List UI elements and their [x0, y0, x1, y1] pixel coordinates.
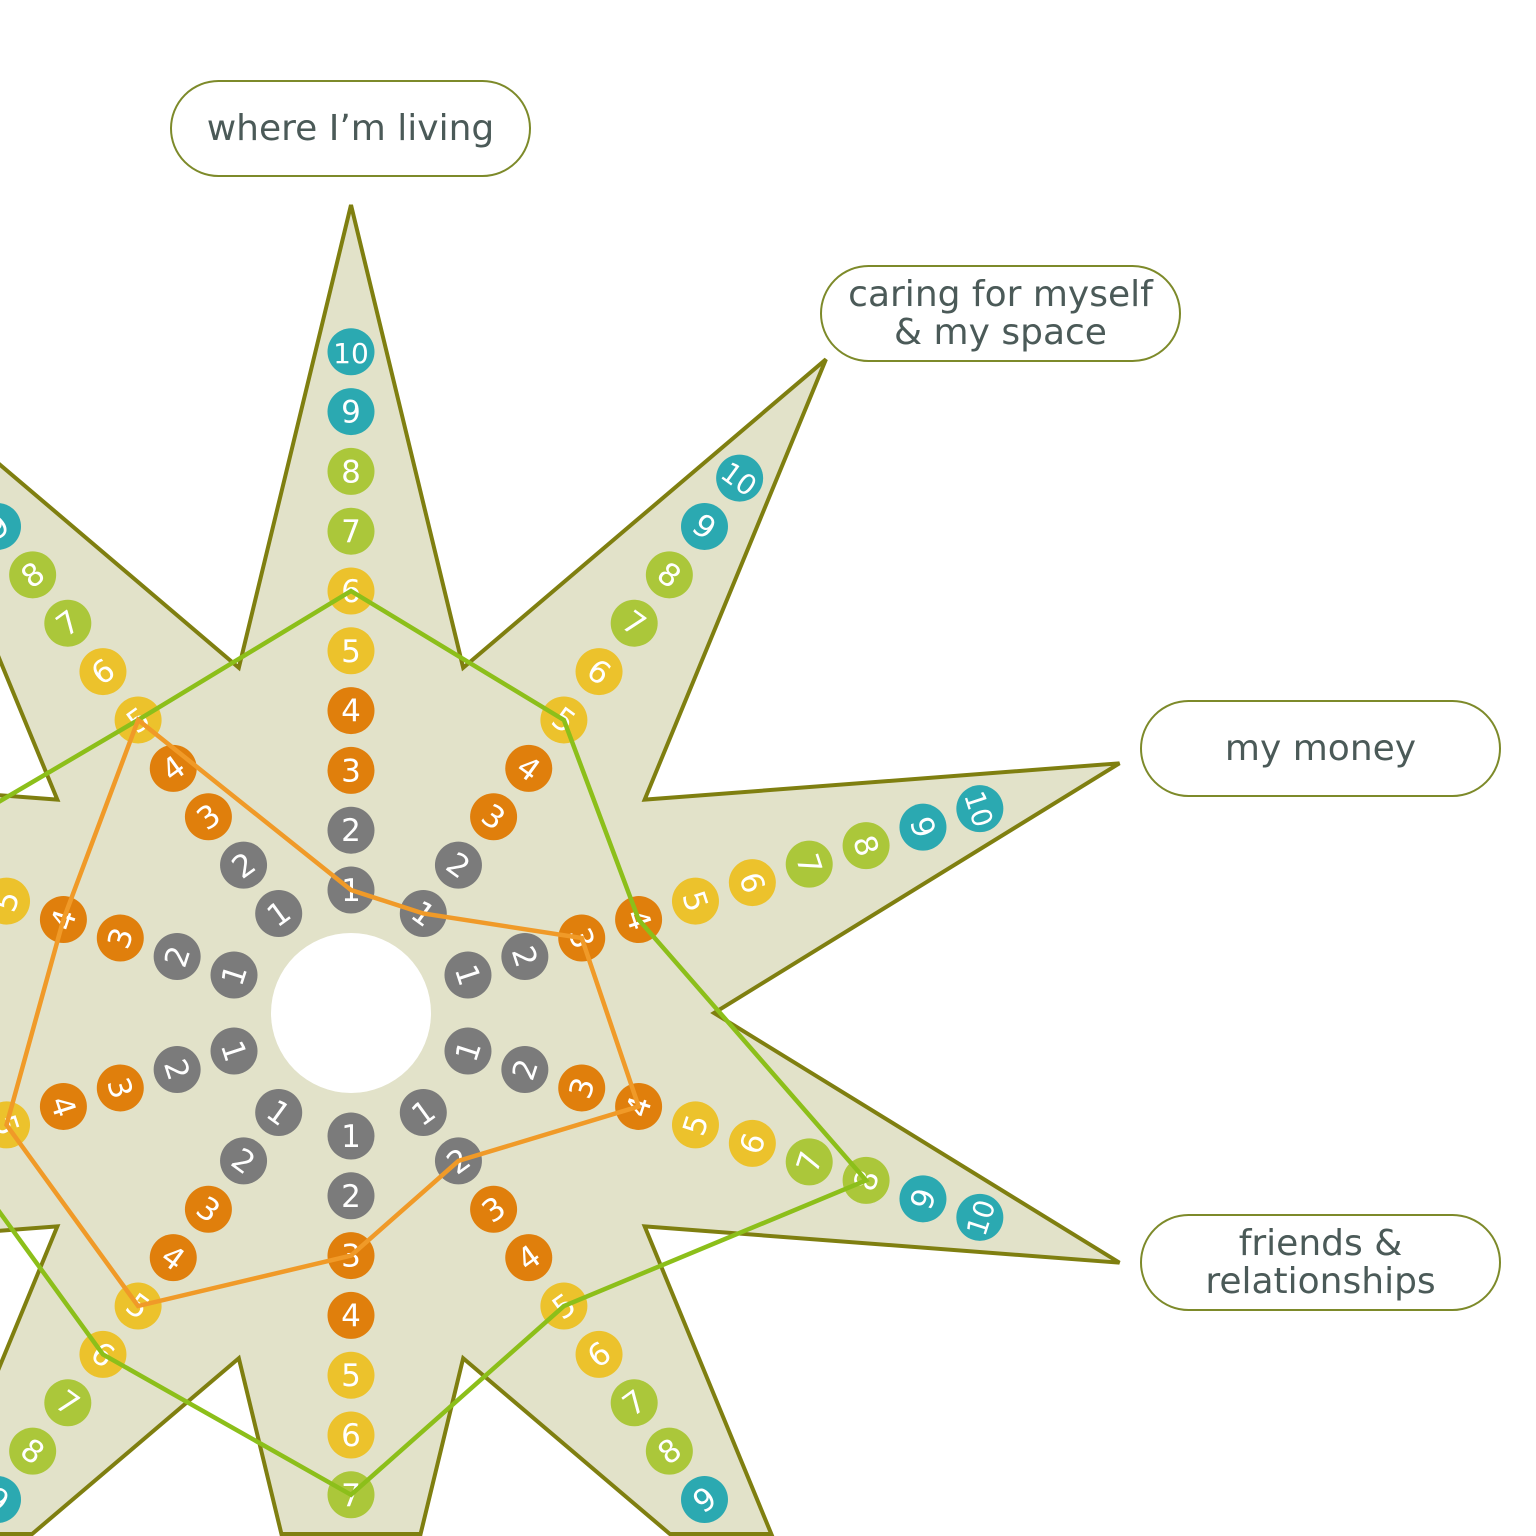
- scale-dot-2: [220, 841, 268, 889]
- scale-dot-4: [505, 744, 553, 792]
- scale-dot-7: [44, 1379, 92, 1427]
- scale-dot-4: [327, 1291, 375, 1339]
- scale-dot-4: [149, 1234, 197, 1282]
- scale-dot-5: [327, 1351, 375, 1399]
- scale-dot-1: [327, 1112, 375, 1160]
- scale-dot-7: [610, 599, 658, 647]
- scale-dot-10: [716, 454, 764, 502]
- scale-dot-10: [956, 785, 1004, 833]
- scale-dot-2: [434, 841, 482, 889]
- scale-dot-1: [399, 1089, 447, 1137]
- scale-dot-5: [0, 877, 31, 925]
- scale-dot-9: [0, 503, 21, 550]
- label-text: where I’m living: [206, 107, 495, 149]
- scale-dot-5: [671, 1101, 719, 1149]
- scale-number: 4: [341, 694, 361, 730]
- label-friends-relationships: friends & relationships: [1140, 1214, 1501, 1311]
- scale-dot-7: [785, 1138, 833, 1186]
- scale-dot-2: [153, 933, 201, 981]
- scale-number: 7: [341, 514, 361, 550]
- scale-number: 2: [341, 813, 361, 849]
- scale-dot-8: [645, 551, 693, 599]
- scale-dot-6: [327, 1411, 375, 1459]
- scale-number: 8: [341, 454, 361, 490]
- scale-dot-4: [327, 687, 375, 735]
- scale-number: 1: [341, 1119, 361, 1155]
- scale-number: 9: [341, 395, 361, 431]
- scale-dot-8: [645, 1427, 693, 1475]
- label-caring-for-myself: caring for myself & my space: [820, 265, 1181, 362]
- scale-dot-2: [327, 806, 375, 854]
- scale-dot-10: [327, 328, 375, 376]
- scale-dot-6: [728, 859, 776, 907]
- scale-dot-10: [956, 1193, 1004, 1241]
- scale-dot-8: [327, 447, 375, 495]
- scale-number: 10: [333, 337, 369, 370]
- scale-dot-7: [785, 840, 833, 888]
- scale-dot-1: [210, 1027, 258, 1075]
- scale-dot-9: [899, 1175, 947, 1223]
- scale-dot-3: [327, 746, 375, 794]
- scale-number: 2: [341, 1179, 361, 1215]
- scale-dot-1: [444, 1027, 492, 1075]
- scale-dot-2: [501, 1045, 549, 1093]
- scale-dot-6: [575, 648, 623, 696]
- scale-number: 4: [341, 1298, 361, 1334]
- scale-dot-9: [680, 502, 728, 550]
- label-text: my money: [1224, 727, 1417, 769]
- scale-dot-5: [327, 627, 375, 675]
- scale-dot-3: [96, 1064, 144, 1112]
- scale-dot-2: [220, 1137, 268, 1185]
- star-shape: [0, 204, 1121, 1536]
- scale-number: 3: [341, 753, 361, 789]
- star-center-hole: [271, 933, 431, 1093]
- label-text-line2: & my space: [894, 311, 1107, 353]
- scale-dot-2: [153, 1045, 201, 1093]
- scale-dot-9: [0, 1476, 21, 1523]
- scale-dot-3: [96, 914, 144, 962]
- scale-dot-7: [610, 1379, 658, 1427]
- label-text-line1: friends &: [1238, 1222, 1403, 1264]
- scale-dot-3: [470, 1185, 518, 1233]
- scale-dot-4: [39, 1082, 87, 1130]
- scale-dot-5: [671, 877, 719, 925]
- scale-dot-8: [9, 551, 57, 599]
- scale-dot-9: [327, 388, 375, 436]
- scale-dot-7: [44, 599, 92, 647]
- label-text-line1: caring for myself: [848, 273, 1153, 315]
- label-text-line2: relationships: [1205, 1260, 1436, 1302]
- scale-dot-8: [9, 1427, 57, 1475]
- scale-dot-3: [184, 1185, 232, 1233]
- scale-dot-4: [505, 1234, 553, 1282]
- scale-dot-3: [558, 1064, 606, 1112]
- scale-dot-3: [470, 793, 518, 841]
- scale-dot-2: [327, 1172, 375, 1220]
- scale-dot-6: [575, 1330, 623, 1378]
- scale-number: 5: [341, 1358, 361, 1394]
- scale-dot-1: [255, 1089, 303, 1137]
- scale-dot-7: [327, 507, 375, 555]
- scale-dot-1: [210, 951, 258, 999]
- scale-dot-2: [501, 933, 549, 981]
- scale-dot-9: [680, 1476, 728, 1524]
- scale-dot-9: [899, 803, 947, 851]
- scale-number: 6: [341, 1418, 361, 1454]
- scale-dot-6: [79, 648, 127, 696]
- scale-dot-6: [728, 1119, 776, 1167]
- label-my-money: my money: [1140, 700, 1501, 797]
- series-line-green: [0, 588, 870, 1498]
- scale-dot-1: [255, 889, 303, 937]
- scale-dot-1: [444, 951, 492, 999]
- scale-dot-8: [842, 822, 890, 870]
- scale-number: 5: [341, 634, 361, 670]
- series-line-orange: [4, 716, 642, 1309]
- scale-dot-3: [184, 793, 232, 841]
- label-where-im-living: where I’m living: [170, 80, 531, 177]
